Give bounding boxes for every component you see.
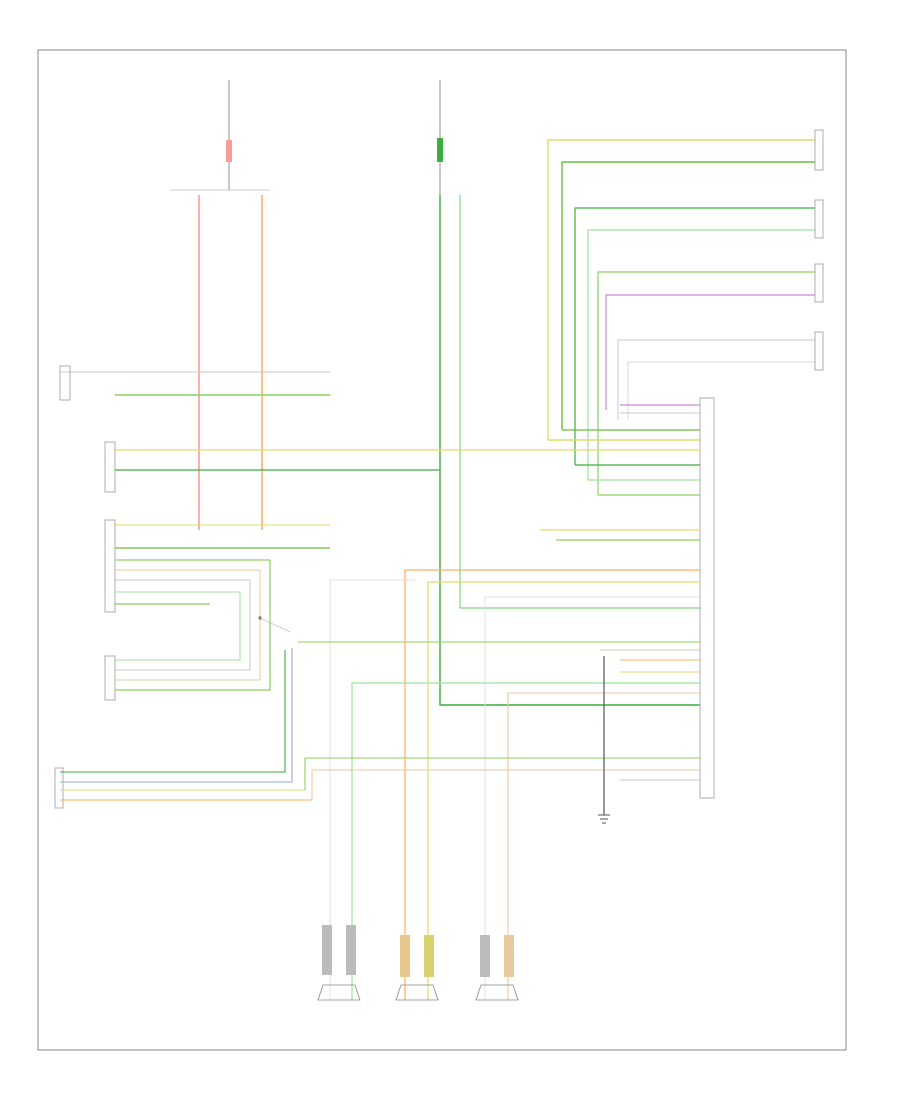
- radio-module: [699, 397, 715, 799]
- radio-upper-wires: [540, 404, 700, 541]
- fuse-1: [170, 80, 270, 191]
- speaker-right-rear: [814, 263, 824, 303]
- fuse-2: [437, 80, 443, 195]
- speaker-instrument-3: [475, 935, 519, 1001]
- wire-fuse2-green-2: [459, 195, 700, 609]
- left-to-radio-wires: [60, 371, 700, 549]
- splice: [258, 616, 291, 633]
- connector-top-left: [59, 365, 71, 401]
- ground-point: [598, 656, 610, 824]
- radio-middle-wires: [60, 569, 700, 1000]
- connector-left-3: [104, 655, 116, 701]
- speaker-left-front: [814, 199, 824, 239]
- diagram-border: [37, 49, 847, 1051]
- connector-left-2: [104, 519, 116, 613]
- speaker-instrument-1: [317, 925, 361, 1001]
- speaker-instrument-2: [395, 935, 439, 1001]
- connector-left-1: [104, 441, 116, 493]
- left-block-wires: [115, 559, 271, 691]
- speaker-left-rear: [814, 331, 824, 371]
- connector-bottom-left: [54, 767, 64, 809]
- wire-fuse2-green: [439, 195, 700, 706]
- right-speaker-feeds: [547, 139, 815, 495]
- speaker-right-front: [814, 129, 824, 171]
